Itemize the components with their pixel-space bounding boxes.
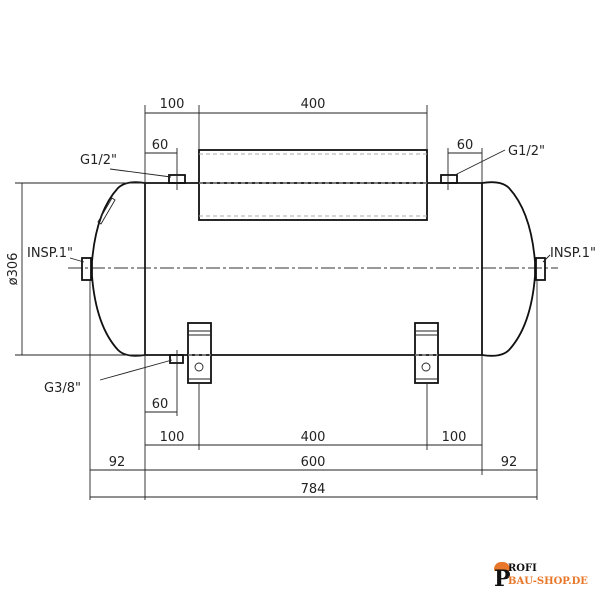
brand-logo: P ROFI BAU-SHOP.DE xyxy=(494,562,594,592)
dimension-lines xyxy=(21,112,551,498)
nozzle-bottom xyxy=(169,354,184,364)
foot-right xyxy=(414,322,439,384)
dim-bottom-60: 60 xyxy=(152,397,169,412)
label-inspection-right: INSP.1" xyxy=(550,246,596,261)
logo-line1: ROFI xyxy=(508,563,537,574)
extension-lines xyxy=(15,105,538,500)
weld-mark xyxy=(97,197,116,225)
dim-bottom-100-left: 100 xyxy=(160,430,185,445)
label-nozzle-top-right: G1/2" xyxy=(508,144,545,159)
dim-top-left-60: 60 xyxy=(152,138,169,153)
dim-bottom-400: 400 xyxy=(301,430,326,445)
tank-body xyxy=(68,181,558,357)
label-inspection-left: INSP.1" xyxy=(27,246,73,261)
label-nozzle-bottom: G3/8" xyxy=(44,381,81,396)
inspection-right xyxy=(535,257,546,281)
right-head xyxy=(481,181,536,357)
left-head xyxy=(91,181,146,357)
dim-bottom-100-right: 100 xyxy=(442,430,467,445)
nozzle-top-right xyxy=(440,174,458,184)
dim-body-600: 600 xyxy=(301,455,326,470)
foot-left xyxy=(187,322,212,384)
logo-initial: P xyxy=(494,566,511,592)
label-nozzle-top-left: G1/2" xyxy=(80,153,117,168)
inspection-left xyxy=(81,257,92,281)
dim-right-92: 92 xyxy=(501,455,518,470)
dim-left-92: 92 xyxy=(109,455,126,470)
logo-line2: BAU-SHOP.DE xyxy=(508,576,588,587)
dim-diameter: ø306 xyxy=(6,253,21,286)
dim-top-right-60: 60 xyxy=(457,138,474,153)
top-pad xyxy=(198,149,428,221)
dim-overall-784: 784 xyxy=(301,482,326,497)
hard-hat-icon xyxy=(494,562,510,571)
dim-top-100: 100 xyxy=(160,97,185,112)
dim-top-400: 400 xyxy=(301,97,326,112)
